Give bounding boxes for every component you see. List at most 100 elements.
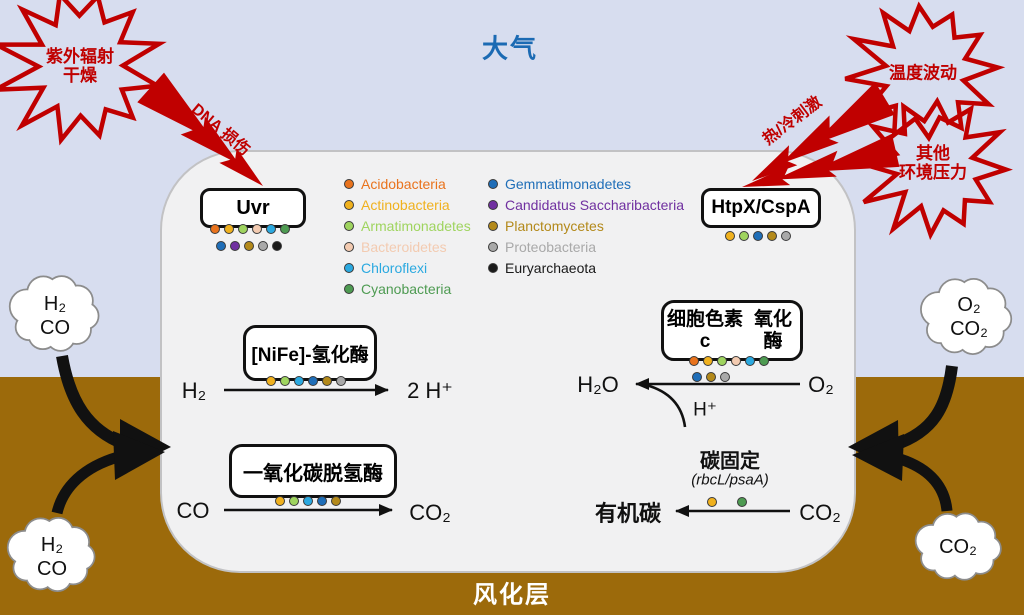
uv-starburst <box>0 0 167 146</box>
legend-dot-armatimonadetes <box>344 220 354 231</box>
cytc-proton-label: H⁺ <box>693 399 717 421</box>
text-line: 氧化酶 <box>753 308 792 352</box>
text-line: 紫外辐射 <box>46 47 114 66</box>
proton-branch-curve <box>645 383 687 428</box>
influx-arrow-right-top <box>891 365 958 451</box>
legend-item: Armatimonadetes <box>344 215 471 236</box>
legend-item: Cyanobacteria <box>344 278 471 299</box>
taxon-dot-planctomycetes <box>244 241 254 251</box>
taxon-dot-gemmatimonadetes <box>317 496 327 506</box>
taxon-dot-gemmatimonadetes <box>308 376 318 386</box>
legend-item: Planctomycetes <box>488 215 684 236</box>
cloud-bump <box>922 547 945 570</box>
legend-dot-bacteroidetes <box>344 241 354 252</box>
temperature-starburst <box>844 1 1006 143</box>
atmosphere-title: 大气 <box>481 33 539 64</box>
codh-enzyme-box: 一氧化碳脱氢酶 <box>229 444 397 498</box>
codh-product: CO₂ <box>409 500 451 525</box>
uvr-protein-box: Uvr <box>200 188 306 228</box>
legend-item: Bacteroidetes <box>344 236 471 257</box>
taxon-dot-actinobacteria <box>703 356 713 366</box>
text-line: 温度波动 <box>889 63 957 83</box>
temperature-stress-label: 温度波动 <box>889 64 957 83</box>
taxon-dot-actinobacteria <box>224 224 234 234</box>
taxon-dot-chloroflexi <box>303 496 313 506</box>
taxon-dot-armatimonadetes <box>739 231 749 241</box>
taxon-dot-armatimonadetes <box>280 376 290 386</box>
hydrogenase-enzyme-box: [NiFe]-氢化酶 <box>243 325 377 381</box>
text-line: 干燥 <box>63 66 97 85</box>
legend-item: Euryarchaeota <box>488 257 684 278</box>
legend-item: Chloroflexi <box>344 257 471 278</box>
legend-label: Euryarchaeota <box>505 259 597 276</box>
cytc-dots-row2 <box>692 372 730 382</box>
legend-label: Bacteroidetes <box>361 238 447 255</box>
codh-substrate: CO <box>176 498 210 523</box>
taxon-dot-bacteroidetes <box>731 356 741 366</box>
codh-dots <box>275 496 341 506</box>
taxon-dot-proteobacteria <box>720 372 730 382</box>
cloud-bump <box>32 290 80 338</box>
other-stress-label: 其他环境压力 <box>899 144 967 182</box>
taxon-dot-planctomycetes <box>331 496 341 506</box>
legend-dot-proteobacteria <box>488 241 498 252</box>
heat-cold-bolt-lower <box>742 133 900 187</box>
cytc-substrate: O₂ <box>808 372 834 397</box>
taxon-dot-planctomycetes <box>322 376 332 386</box>
text-line: 其他 <box>916 144 950 163</box>
fixation-substrate: CO₂ <box>799 500 841 525</box>
text-line: CO₂ <box>950 318 988 340</box>
influx-arrow-left-top <box>56 354 127 450</box>
taxon-dot-actinobacteria <box>725 231 735 241</box>
taxon-dot-chloroflexi <box>266 224 276 234</box>
taxon-dot-cyanobacteria <box>280 224 290 234</box>
text-line: O₂ <box>957 294 981 316</box>
taxon-dot-actinobacteria <box>707 497 717 507</box>
legend-dot-chloroflexi <box>344 262 354 273</box>
influx-arrowhead-left-bottom <box>113 431 165 480</box>
legend-item: Actinobacteria <box>344 194 471 215</box>
text-line: CO₂ <box>939 536 977 558</box>
htpx-dots <box>725 231 791 241</box>
cytc-dots-row1 <box>689 356 769 366</box>
taxon-dot-armatimonadetes <box>717 356 727 366</box>
cytc-product: H₂O <box>577 372 619 397</box>
cloud-bump <box>944 293 992 341</box>
legend-item: Candidatus Saccharibacteria <box>488 194 684 215</box>
influx-arrows <box>51 354 958 515</box>
legend-dot-actinobacteria <box>344 199 354 210</box>
reaction-arrows <box>224 378 800 517</box>
legend-item: Gemmatimonadetes <box>488 173 684 194</box>
legend-label: Actinobacteria <box>361 196 450 213</box>
cloud-left-top <box>8 275 100 352</box>
fixation-dots <box>707 497 747 507</box>
hydrogenase-substrate: H₂ <box>181 378 207 403</box>
taxon-dot-acidobacteria <box>689 356 699 366</box>
taxon-dot-gemmatimonadetes <box>216 241 226 251</box>
cloud-bump <box>938 525 982 569</box>
cloud-bump <box>30 532 76 579</box>
taxon-dot-gemmatimonadetes <box>753 231 763 241</box>
legend-label: Proteobacteria <box>505 238 597 255</box>
taxon-dot-bacteroidetes <box>252 224 262 234</box>
legend-label: Candidatus Saccharibacteria <box>505 196 684 213</box>
taxon-dot-gemmatimonadetes <box>692 372 702 382</box>
taxon-dot-planctomycetes <box>767 231 777 241</box>
taxon-dot-cyanobacteria <box>759 356 769 366</box>
legend-label: Acidobacteria <box>361 175 446 192</box>
taxon-dot-armatimonadetes <box>289 496 299 506</box>
hydrogenase-dots <box>266 376 346 386</box>
text-line: CO <box>37 558 67 580</box>
legend-label: Planctomycetes <box>505 217 604 234</box>
fixation-title: 碳固定 <box>700 450 760 473</box>
cloud-right-bottom <box>914 512 1002 581</box>
htpx-cspa-protein-box: HtpX/CspA <box>701 188 821 228</box>
taxon-dot-actinobacteria <box>275 496 285 506</box>
